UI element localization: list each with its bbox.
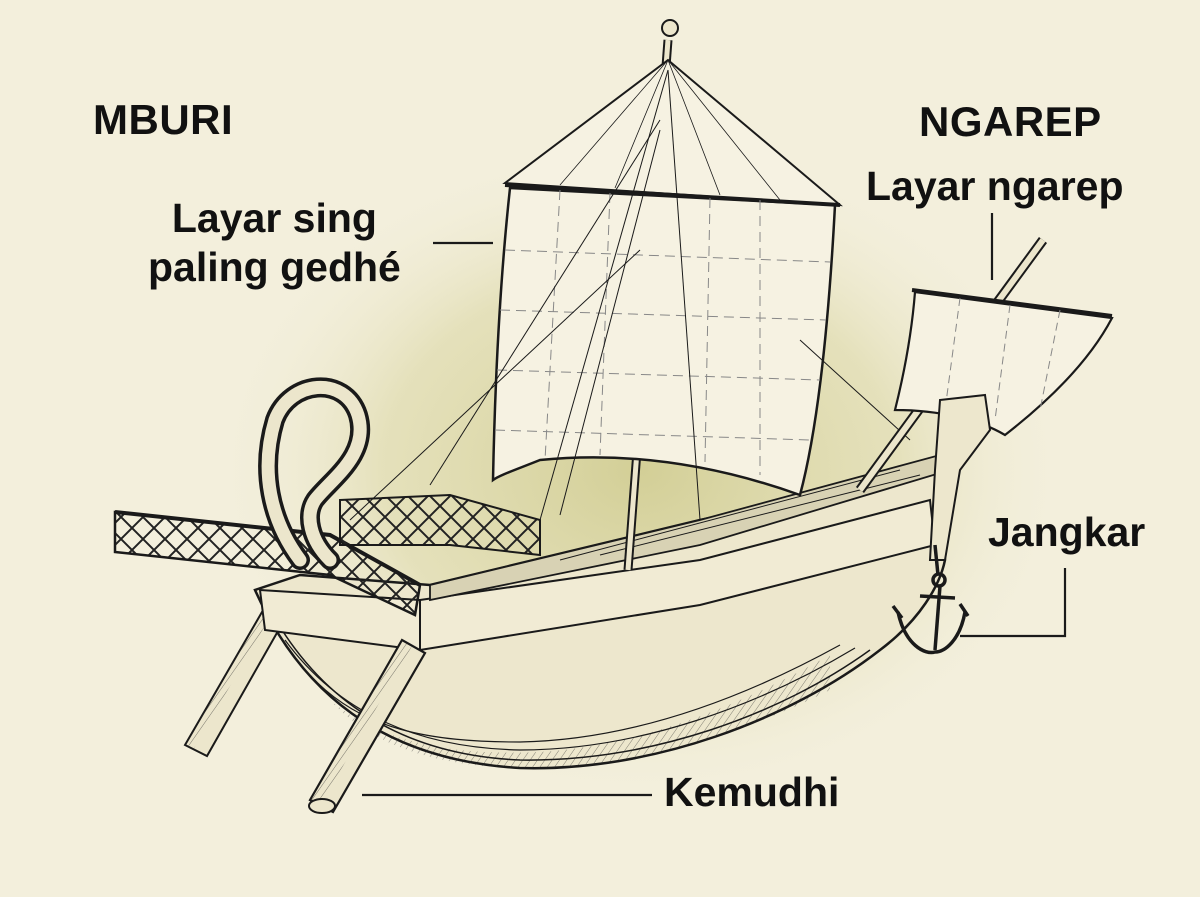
stern-gallery [113, 493, 541, 617]
mainsail-label-line2: paling gedhé [148, 244, 401, 290]
leader-line-anchor [960, 568, 1067, 638]
rudder-far [183, 610, 284, 758]
stern-heading: MBURI [93, 96, 234, 143]
mainsail-label-line1: Layar sing [171, 195, 377, 241]
hull [253, 453, 952, 770]
anchor-icon [891, 544, 970, 655]
mainsail-label: Layar sing paling gedhé [148, 194, 401, 292]
rudder-near [308, 638, 427, 814]
anchor-label: Jangkar [988, 509, 1146, 555]
swan-neck-ornament [258, 377, 371, 570]
bow-post [928, 393, 992, 561]
main-sail [491, 183, 841, 497]
rigging [349, 69, 911, 521]
bow-heading: NGAREP [919, 98, 1102, 145]
rudder-label: Kemudhi [664, 769, 840, 815]
foresail-label: Layar ngarep [866, 163, 1124, 209]
